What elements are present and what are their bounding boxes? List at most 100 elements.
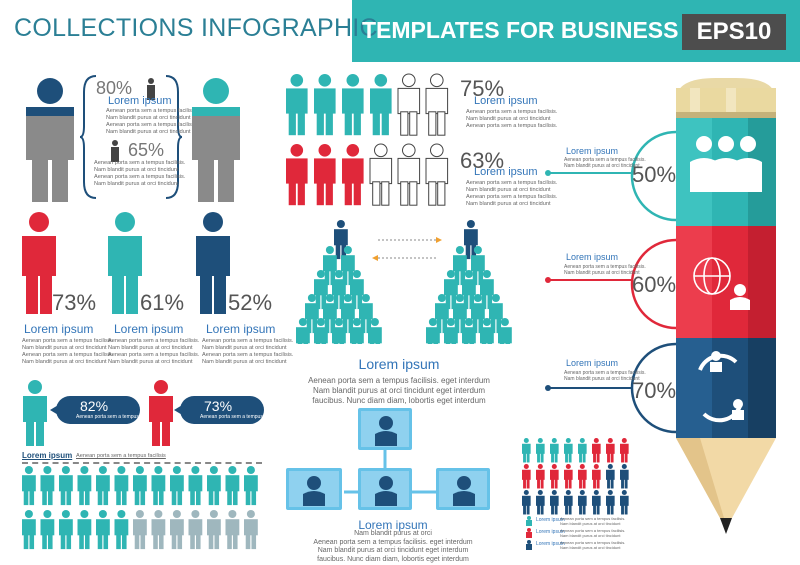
pencil-percent-50: 50% <box>632 162 677 187</box>
person-red-icon <box>342 144 364 206</box>
row-person-icon <box>133 466 147 506</box>
row-person-icon <box>40 466 55 506</box>
person-teal-icon <box>314 74 336 136</box>
person2-desc: Aenean porta sem a tempus facilisis.Nam … <box>108 338 200 365</box>
pencil-percent-70: 70% <box>632 378 677 403</box>
mini-person-icon <box>564 490 573 515</box>
mini-person-icon <box>592 464 601 489</box>
row1-title: Lorem ipsum <box>474 95 538 107</box>
row1-desc: Aenean porta sem a tempus facilisis.Nam … <box>466 109 558 129</box>
mini-person-icon <box>550 490 559 515</box>
arrow-head <box>372 255 378 261</box>
person-outline-icon <box>425 73 449 136</box>
header-title-left: COLLECTIONS INFOGRAPHIC <box>14 14 378 42</box>
mini-person-icon <box>536 438 545 463</box>
female-figure-icon <box>192 78 240 202</box>
legend-teal-icon <box>526 516 532 526</box>
row-person-icon <box>59 510 73 550</box>
row-person-icon <box>151 466 166 506</box>
pencil-desc-3: Aenean porta sem a tempus facilisis.Nam … <box>564 370 646 382</box>
row2-title: Lorem ipsum <box>474 166 538 178</box>
person-red-icon <box>314 144 336 206</box>
businessman-icon <box>730 284 750 310</box>
mini-person-icon <box>592 438 601 463</box>
row-person-icon <box>133 510 147 550</box>
people-rows-chart <box>22 466 258 550</box>
header-left-panel <box>0 0 352 62</box>
pyramid-member-icon <box>471 246 485 286</box>
male-title: Lorem ipsum <box>108 95 172 107</box>
male-percent: 80% <box>96 78 133 98</box>
percent-73: 73% <box>52 290 97 315</box>
pyramid-leader-icon <box>464 220 478 260</box>
row-person-icon <box>77 510 92 550</box>
people-percentage-rows <box>286 73 449 206</box>
row-person-icon <box>188 466 203 506</box>
pyramid-member-icon <box>332 318 346 344</box>
pyramid-member-icon <box>341 246 355 286</box>
row-person-icon <box>207 466 221 506</box>
row-person-icon <box>225 466 240 506</box>
pyramid-member-icon <box>296 318 310 344</box>
rows-subtitle: Aenean porta sem a tempus facilisis <box>76 453 166 459</box>
person1-title: Lorem ipsum <box>24 322 94 336</box>
small-male-icon <box>147 78 155 100</box>
row-person-icon <box>22 510 36 550</box>
mini-person-icon <box>564 464 573 489</box>
row-person-icon <box>96 510 110 550</box>
pencil-desc-2: Aenean porta sem a tempus facilisis.Nam … <box>564 264 646 276</box>
mini-person-icon <box>606 464 615 489</box>
percent-52: 52% <box>228 290 273 315</box>
pencil-desc-1: Aenean porta sem a tempus facilisis.Nam … <box>564 157 646 169</box>
pyramid-member-icon <box>462 318 476 344</box>
person-teal-icon <box>108 212 142 314</box>
bubble-tail-1 <box>50 404 60 416</box>
mini-person-icon <box>592 490 601 515</box>
org-card-top <box>358 408 412 450</box>
mini-person-icon <box>522 464 531 489</box>
mini-person-icon <box>606 490 615 515</box>
pencil-title-3: Lorem ipsum <box>566 358 619 368</box>
row-person-icon <box>59 466 73 506</box>
row-person-icon <box>170 510 184 550</box>
person2-title: Lorem ipsum <box>114 322 184 336</box>
row-person-icon <box>40 510 55 550</box>
eps-badge: EPS10 <box>682 14 786 50</box>
percent-61: 61% <box>140 290 185 315</box>
pyramid-member-icon <box>341 294 355 334</box>
rows-divider <box>22 462 262 464</box>
mini-person-icon <box>606 438 615 463</box>
arrow-head <box>436 237 442 243</box>
pyramid-member-icon <box>453 246 467 286</box>
row-person-icon <box>151 510 166 550</box>
person-teal-icon <box>286 74 308 136</box>
row-person-icon <box>114 466 129 506</box>
person-outline-icon <box>397 73 421 136</box>
row-person-icon <box>244 466 258 506</box>
left-brace <box>80 75 97 199</box>
person-outline-icon <box>369 143 393 206</box>
pyramid-member-icon <box>453 294 467 334</box>
pyramid-member-icon <box>462 270 476 310</box>
org-title: Lorem ipsum <box>358 518 428 532</box>
male-figure-icon <box>26 78 74 202</box>
female-percent: 65% <box>128 140 165 160</box>
org-card-right <box>436 468 490 510</box>
pyramid-member-icon <box>444 318 458 344</box>
pencil-title-2: Lorem ipsum <box>566 252 619 262</box>
mini-person-icon <box>536 490 545 515</box>
mini-person-icon <box>522 438 531 463</box>
pyramid-hierarchy <box>296 220 512 344</box>
person-navy-icon <box>196 212 230 314</box>
pyramid-member-icon <box>305 294 319 334</box>
mini-person-icon <box>536 464 545 489</box>
person-outline-icon <box>425 143 449 206</box>
pyramid-desc: Aenean porta sem a tempus facilisis. ege… <box>308 376 490 405</box>
mini-person-icon <box>620 438 629 463</box>
pyramid-leader-icon <box>334 220 348 260</box>
people-group-icon <box>690 136 762 192</box>
row-person-icon <box>114 510 129 550</box>
bubble-person-red-icon <box>149 380 173 446</box>
female-desc: Aenean porta sem a tempus facilisis.Nam … <box>94 160 186 187</box>
person-red-icon <box>286 144 308 206</box>
